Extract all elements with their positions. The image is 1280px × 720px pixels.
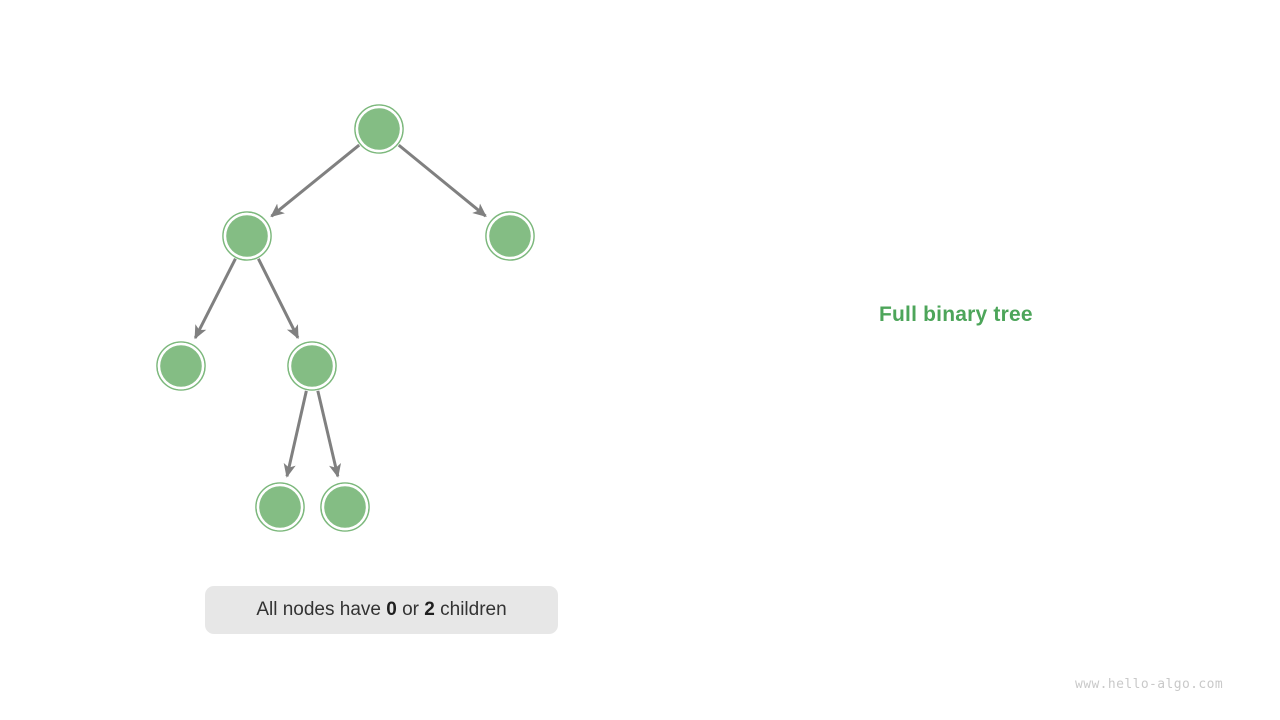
tree-node[interactable] (287, 341, 337, 391)
node-fill (358, 108, 400, 150)
node-outer-ring (354, 104, 404, 154)
caption-badge: All nodes have 0 or 2 children (205, 586, 558, 634)
node-white-ring (288, 342, 336, 390)
tree-edge (316, 390, 342, 478)
node-outer-ring (222, 211, 272, 261)
node-outer-ring (156, 341, 206, 391)
node-outer-ring (287, 341, 337, 391)
tree-node[interactable] (354, 104, 404, 154)
node-fill (259, 486, 301, 528)
tree-edge (397, 143, 487, 218)
caption-bold-two: 2 (424, 599, 435, 620)
tree-node[interactable] (485, 211, 535, 261)
node-white-ring (321, 483, 369, 531)
tree-edge (193, 258, 237, 340)
caption-bold-zero: 0 (386, 599, 397, 620)
tree-node[interactable] (320, 482, 370, 532)
node-outer-ring (320, 482, 370, 532)
node-outer-ring (485, 211, 535, 261)
caption-middle: or (396, 599, 425, 620)
node-white-ring (157, 342, 205, 390)
caption-prefix: All nodes have (256, 599, 387, 620)
caption-suffix: children (434, 599, 507, 620)
node-white-ring (223, 212, 271, 260)
watermark: www.hello-algo.com (1075, 677, 1224, 692)
tree-nodes (156, 104, 535, 532)
tree-edge (270, 143, 361, 218)
node-white-ring (256, 483, 304, 531)
node-fill (160, 345, 202, 387)
node-white-ring (355, 105, 403, 153)
page-title: Full binary tree (879, 303, 1033, 326)
tree-edges (193, 143, 487, 478)
tree-node[interactable] (222, 211, 272, 261)
caption-text: All nodes have 0 or 2 children (256, 599, 506, 621)
tree-node[interactable] (255, 482, 305, 532)
tree-edge (257, 258, 300, 340)
node-fill (324, 486, 366, 528)
tree-edge (283, 390, 308, 478)
node-fill (489, 215, 531, 257)
node-fill (291, 345, 333, 387)
tree-node[interactable] (156, 341, 206, 391)
node-outer-ring (255, 482, 305, 532)
node-fill (226, 215, 268, 257)
node-white-ring (486, 212, 534, 260)
